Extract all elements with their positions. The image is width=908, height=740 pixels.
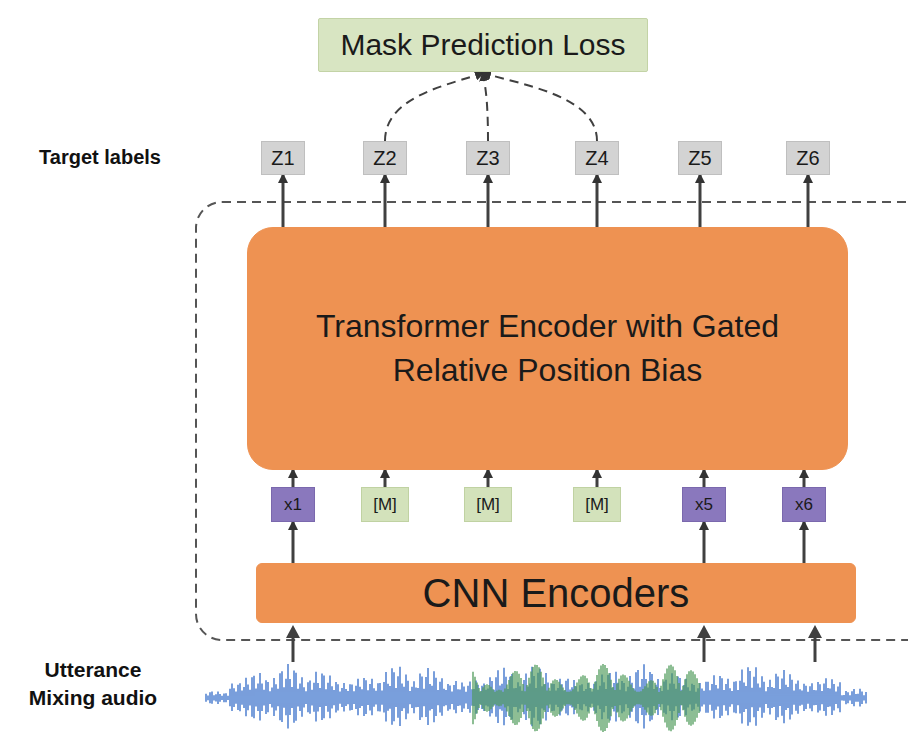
waveform-green xyxy=(473,664,699,732)
side-label: Target labels xyxy=(10,144,190,171)
target-label-box: Z5 xyxy=(678,141,722,175)
arrow-connector xyxy=(596,470,599,487)
target-label-box: Z4 xyxy=(575,141,619,175)
arrow-connector xyxy=(807,175,810,227)
target-label-box: Z1 xyxy=(261,141,305,175)
node-text: CNN Encoders xyxy=(423,571,690,616)
node-text: Z5 xyxy=(688,147,711,170)
arrow-connector xyxy=(703,470,706,487)
node-text: x5 xyxy=(695,495,713,515)
arrow-connector xyxy=(803,470,806,487)
node-text: Z1 xyxy=(271,147,294,170)
arrow-connector xyxy=(487,470,490,487)
audio-arrows xyxy=(286,625,822,662)
arrow-connector xyxy=(384,175,387,227)
arrow-connector xyxy=(384,470,387,487)
side-label: Utterance Mixing audio xyxy=(18,656,168,713)
waveform-blue xyxy=(206,664,866,728)
node-text: Z6 xyxy=(796,147,819,170)
arrow-connector xyxy=(487,175,490,227)
arrow-connector xyxy=(803,522,806,563)
node-text: Z3 xyxy=(476,147,499,170)
cnn-box: CNN Encoders xyxy=(256,563,856,623)
mask-token: [M] xyxy=(573,487,621,522)
feature-token: x1 xyxy=(271,487,315,522)
node-text: x6 xyxy=(795,495,813,515)
node-text: Mask Prediction Loss xyxy=(340,28,625,62)
arrow-connector xyxy=(483,73,488,141)
mask-token: [M] xyxy=(361,487,409,522)
node-text: Z4 xyxy=(585,147,608,170)
node-text: Z2 xyxy=(373,147,396,170)
loss-box: Mask Prediction Loss xyxy=(318,18,648,72)
target-label-box: Z3 xyxy=(466,141,510,175)
arrow-connector xyxy=(282,175,285,227)
dashed-region xyxy=(196,202,908,640)
arrow-connector xyxy=(483,73,597,141)
target-label-box: Z6 xyxy=(786,141,830,175)
waveform xyxy=(206,664,866,732)
arrow-connector xyxy=(703,522,706,563)
node-text: [M] xyxy=(476,495,500,515)
feature-token: x5 xyxy=(682,487,726,522)
node-text: [M] xyxy=(585,495,609,515)
arrow-connector xyxy=(596,175,599,227)
arrow-connector xyxy=(385,73,483,141)
arrow-connector xyxy=(699,175,702,227)
target-label-box: Z2 xyxy=(363,141,407,175)
node-text: x1 xyxy=(284,495,302,515)
arrow-connector xyxy=(292,470,295,487)
arrow-connector xyxy=(292,522,295,563)
encoder-box: Transformer Encoder with Gated Relative … xyxy=(247,227,848,470)
feature-token: x6 xyxy=(782,487,826,522)
mask-token: [M] xyxy=(464,487,512,522)
node-text: Transformer Encoder with Gated Relative … xyxy=(288,305,807,391)
node-text: [M] xyxy=(373,495,397,515)
